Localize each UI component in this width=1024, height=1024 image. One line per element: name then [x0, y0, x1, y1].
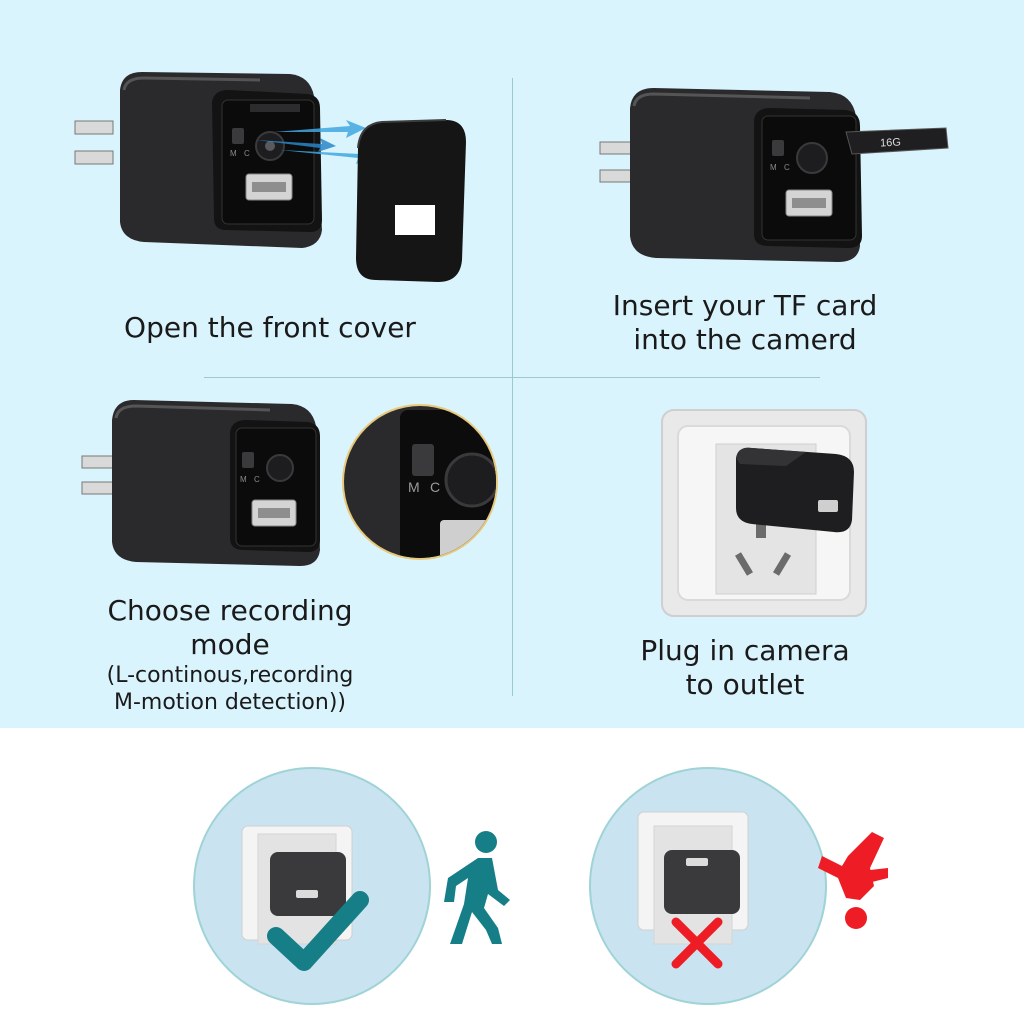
step4-caption: Plug in camera to outlet — [560, 634, 930, 702]
mode-switch-label-c: C — [784, 163, 790, 172]
zoom-switch-label-c: C — [430, 479, 440, 495]
tf-card: 16G — [845, 127, 949, 155]
zoom-switch-label-m: M — [408, 479, 420, 495]
step2-caption: Insert your TF card into the camerd — [560, 289, 930, 357]
step4-caption-line1: Plug in camera — [640, 634, 850, 667]
tf-card-capacity-label: 16G — [880, 136, 901, 149]
step1-caption: Open the front cover — [124, 311, 416, 344]
falling-person-icon — [818, 832, 888, 929]
mode-switch-zoom-detail: M C — [342, 404, 498, 560]
step2-caption-line1: Insert your TF card — [612, 289, 878, 322]
charger-camera-mode-illustration: M C M C — [81, 400, 498, 566]
charger-camera-cube — [736, 447, 854, 533]
vertical-divider — [512, 78, 513, 696]
correct-orientation-badge — [193, 767, 431, 1005]
step2-caption-line2: into the camerd — [633, 323, 857, 356]
wrong-orientation-badge — [589, 767, 827, 1005]
front-cover-plate — [356, 119, 466, 282]
charger-camera-tfcard-illustration: M C 16G — [599, 88, 949, 262]
walking-person-icon — [444, 831, 510, 944]
camera-upside-down — [664, 850, 740, 914]
step3-note-line2: M-motion detection)) — [113, 690, 346, 715]
mode-switch-label-m: M — [230, 149, 237, 158]
horizontal-divider — [204, 377, 820, 378]
mode-switch-label-m: M — [240, 475, 247, 484]
camera-upright — [270, 852, 346, 916]
step3-caption-line2: mode — [190, 628, 270, 661]
step3-caption-line1: Choose recording — [107, 594, 353, 627]
usb-port — [818, 500, 838, 512]
mode-switch-label-c: C — [244, 149, 250, 158]
wall-outlet-with-camera-illustration — [661, 409, 867, 617]
step3-caption: Choose recording mode (L-continous,recor… — [60, 594, 400, 716]
step3-note-line1: (L-continous,recording — [106, 663, 354, 688]
check-mark-icon — [267, 891, 369, 971]
mode-switch-label-c: C — [254, 475, 260, 484]
cross-mark-icon — [671, 917, 723, 969]
open-arrows-icon — [256, 120, 378, 164]
mode-switch-label-m: M — [770, 163, 777, 172]
step4-caption-line2: to outlet — [685, 668, 805, 701]
charger-camera-open-illustration: M C — [74, 72, 466, 282]
